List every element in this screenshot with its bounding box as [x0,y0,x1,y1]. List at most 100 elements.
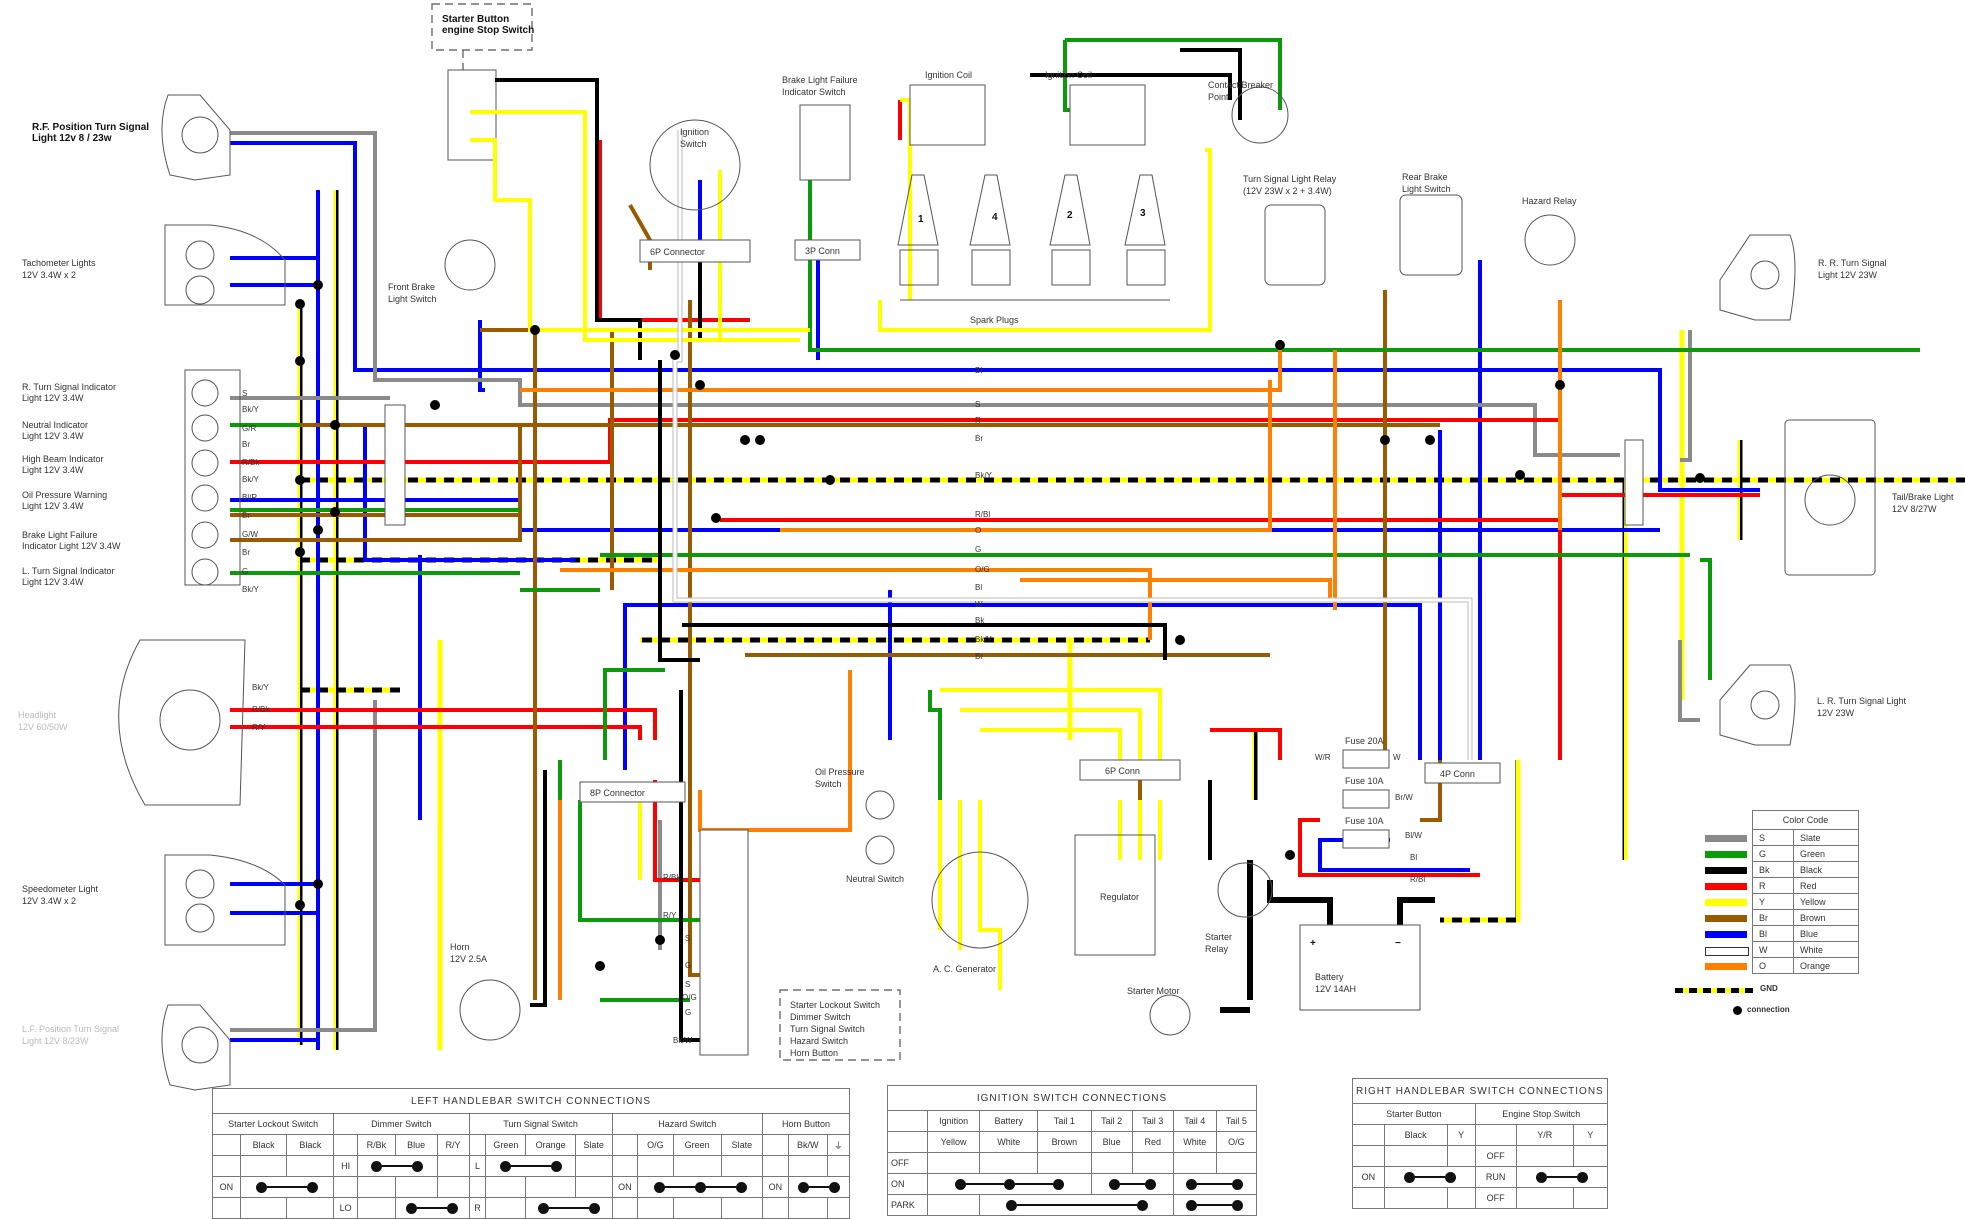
svg-text:12V 3.4W x 2: 12V 3.4W x 2 [22,896,76,906]
col-label: Black [239,1134,288,1156]
col-label: Y [1446,1124,1476,1146]
row-label: OFF [1474,1145,1517,1167]
starter-motor [1149,994,1191,1036]
svg-text:Fuse 10A: Fuse 10A [1345,776,1384,786]
starter-box-line1: Starter Button [442,14,509,25]
svg-text:Rear Brake: Rear Brake [1402,172,1448,182]
svg-text:Brake Light Failure: Brake Light Failure [22,530,98,540]
svg-text:O: O [975,526,981,535]
terminal-label: Tail 4 [1172,1110,1217,1132]
legend-name: Blue [1793,925,1859,942]
svg-text:S: S [975,400,980,409]
connection-lockout-on [239,1176,335,1198]
svg-text:Fuse 10A: Fuse 10A [1345,816,1384,826]
svg-text:Battery: Battery [1315,972,1344,982]
oil-pressure-switch [865,790,895,820]
svg-text:12V 23W: 12V 23W [1817,708,1855,718]
svg-text:R/Bk: R/Bk [663,873,681,882]
col-label: Slate [574,1134,613,1156]
svg-text:Light 12v 8 / 23w: Light 12v 8 / 23w [32,133,112,144]
svg-text:Br: Br [242,548,250,557]
connector-8p-left [579,781,686,803]
svg-text:Bk/Y: Bk/Y [975,635,993,644]
gnd-swatch-icon [1675,988,1753,993]
legend-name: Black [1793,861,1859,878]
svg-text:Br: Br [975,652,983,661]
row-label: ON [611,1176,639,1198]
legend-name: Slate [1793,829,1859,846]
row-label: RUN [1474,1166,1517,1188]
rf-turn-signal-light [161,94,231,181]
svg-text:O/G: O/G [682,993,697,1002]
svg-text:+: + [1310,938,1316,949]
svg-text:Light Switch: Light Switch [1402,184,1451,194]
right-handlebar-switch [447,69,497,161]
svg-text:W: W [975,600,983,609]
tachometer-lights [164,224,286,306]
connection-hi [356,1155,438,1177]
svg-text:R. Turn Signal Indicator: R. Turn Signal Indicator [22,382,116,392]
fuses [1342,749,1390,849]
terminal-label: Ignition [927,1110,981,1132]
svg-text:W: W [1393,753,1401,762]
legend-connection: connection [1705,1004,1859,1018]
connection-starter-on [1383,1166,1476,1188]
svg-text:12V 8/27W: 12V 8/27W [1892,504,1937,514]
col-label: Black [286,1134,335,1156]
legend-code: O [1752,957,1794,974]
svg-text:Bk/Y: Bk/Y [252,683,270,692]
group-hazard: Hazard Switch [611,1113,764,1135]
svg-text:Relay: Relay [1205,944,1229,954]
col-label: Y/R [1515,1124,1574,1146]
svg-text:Br: Br [975,434,983,443]
col-label: Blue [394,1134,438,1156]
svg-text:Neutral Switch: Neutral Switch [846,874,904,884]
svg-text:R/Bl: R/Bl [975,510,990,519]
col-label: Slate [720,1134,764,1156]
legend-swatch-white-icon [1705,947,1749,956]
connector-6p-right [1624,439,1644,526]
svg-text:G: G [242,567,248,576]
col-label: R/Y [436,1134,470,1156]
svg-text:4: 4 [992,212,998,223]
wire-labels: Bl S R Br Bk/Y R/Bl O G O/G Bl W Bk Bk/Y… [242,366,1425,1045]
connection-hazard-on [637,1176,764,1198]
wire-color: White [979,1131,1039,1153]
row-label: LO [333,1197,358,1219]
svg-text:Light 12V 3.4W: Light 12V 3.4W [22,431,84,441]
terminal-label: Battery [979,1110,1039,1132]
svg-text:Bk/W: Bk/W [673,1036,693,1045]
component-labels: R.F. Position Turn Signal Light 12v 8 / … [18,70,1954,1198]
turn-signal-relay [1264,204,1326,286]
neutral-switch [865,835,895,865]
connection-stop-run [1515,1166,1608,1188]
legend-swatch-yellow-icon [1705,899,1747,906]
svg-text:Tail/Brake Light: Tail/Brake Light [1892,492,1954,502]
legend-swatch-orange-icon [1705,963,1747,970]
group-starter-lockout: Starter Lockout Switch [211,1113,335,1135]
svg-text:Starter: Starter [1205,932,1232,942]
svg-text:R/Y: R/Y [663,911,677,920]
legend-swatch-red-icon [1705,883,1747,890]
ignition-coils [909,84,1146,146]
svg-text:2: 2 [1067,210,1073,221]
legend-swatch-green-icon [1705,851,1747,858]
terminal-label: Tail 2 [1090,1110,1133,1132]
terminal-label: Tail 5 [1215,1110,1258,1132]
svg-text:G: G [685,1008,691,1017]
row-label: ON [212,1176,241,1198]
svg-text:Switch: Switch [680,139,707,149]
connector-6p-top [639,239,751,263]
wire-color: O/G [1215,1131,1258,1153]
connection-label: connection [1747,1005,1790,1014]
svg-text:Neutral Indicator: Neutral Indicator [22,420,88,430]
connector-4p [1424,762,1501,784]
svg-text:Brake Light Failure: Brake Light Failure [782,75,858,85]
svg-text:1: 1 [918,214,924,225]
wire-color: Brown [1037,1131,1092,1153]
battery [1299,924,1421,1011]
legend-name: Red [1793,877,1859,894]
svg-text:L. R. Turn Signal Light: L. R. Turn Signal Light [1817,696,1907,706]
ignition-switch-table: IGNITION SWITCH CONNECTIONS Ignition Bat… [886,1085,1258,1216]
